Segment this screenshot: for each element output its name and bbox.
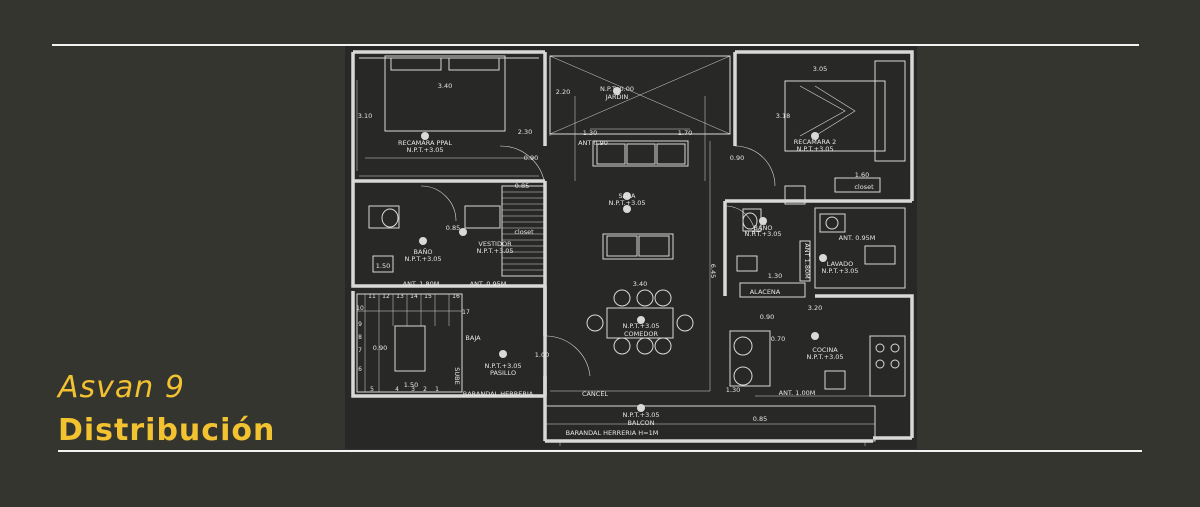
dim-3-10: 3.10 (358, 112, 372, 120)
room-level-bano-1: N.P.T.+3.05 (404, 255, 441, 263)
dim-3-40-comedor: 3.40 (633, 280, 647, 288)
dim-0-90-rec2: 0.90 (730, 154, 744, 162)
stair-step-14: 14 (410, 293, 418, 300)
room-level-bano-2: N.P.T.+3.05 (744, 230, 781, 238)
label-alacena: ALACENA (750, 288, 781, 296)
label-sube: SUBE (453, 367, 461, 384)
dim-3-40-top: 3.40 (438, 82, 452, 90)
label-barandal-1: BARANDAL HERRERIA (463, 390, 534, 398)
top-divider (52, 44, 1139, 46)
dim-1-50-pasillo: 1.50 (404, 381, 418, 389)
dim-3-20: 3.20 (808, 304, 822, 312)
room-name-bano-1: BAÑO (414, 247, 433, 256)
dim-0-90-stair: 0.90 (373, 344, 387, 352)
stair-step-16: 16 (452, 293, 460, 300)
room-level-comedor: N.P.T.+3.05 (622, 322, 659, 330)
room-name-sala: SALA (619, 192, 636, 200)
label-ant-100m: ANT. 1.00M (779, 389, 816, 397)
label-cancel: CANCEL (582, 390, 608, 398)
room-name-pasillo: PASILLO (490, 369, 516, 377)
room-level-recamara-2: N.P.T.+3.05 (796, 145, 833, 153)
stair-step-2: 2 (423, 386, 427, 393)
label-ant-095m-2: ANT. 0.95M (470, 280, 507, 288)
stair-step-3: 3 (411, 386, 415, 393)
room-level-vestidor: N.P.T.+3.05 (476, 247, 513, 255)
room-level-recamara-ppal: N.P.T.+3.05 (406, 146, 443, 154)
stair-step-4: 4 (395, 386, 399, 393)
dim-3-05: 3.05 (813, 65, 827, 73)
stair-step-11: 11 (368, 293, 376, 300)
dim-2-30: 2.30 (518, 128, 532, 136)
room-name-recamara-ppal: RECAMARA PPAL (398, 139, 452, 147)
project-name: Asvan 9 (58, 370, 185, 405)
label-closet-1: closet (514, 228, 534, 236)
dim-0-85-stair: 0.85 (515, 182, 529, 190)
room-name-lavado: LAVADO (827, 260, 853, 268)
dim-1-70: 1.70 (678, 129, 692, 137)
stair-step-5: 5 (370, 386, 374, 393)
room-name-cocina: COCINA (812, 346, 838, 354)
label-baja: BAJA (465, 334, 481, 342)
dim-1-60: 1.60 (855, 171, 869, 179)
stair-step-7: 7 (358, 347, 362, 354)
stair-step-10: 10 (356, 305, 364, 312)
label-ant-180m-v: ANT 1.80M (803, 243, 811, 278)
label-ant-095m-1: ANT. 0.95M (839, 234, 876, 242)
stair-step-13: 13 (396, 293, 404, 300)
stair-step-1: 1 (435, 386, 439, 393)
dim-2-20: 2.20 (556, 88, 570, 96)
stair-step-9: 9 (358, 321, 362, 328)
dim-6-45: 6.45 (709, 264, 717, 278)
dim-0-85-balcon: 0.85 (753, 415, 767, 423)
room-level-balcon: N.P.T.+3.05 (622, 411, 659, 419)
room-level-lavado: N.P.T.+3.05 (821, 267, 858, 275)
label-barandal-2: BARANDAL HERRERIA H=1M (566, 429, 659, 437)
dim-3-18: 3.18 (776, 112, 790, 120)
stair-step-15: 15 (424, 293, 432, 300)
dim-1-30-balcon: 1.30 (726, 386, 740, 394)
bottom-divider (58, 450, 1142, 452)
room-level-sala: N.P.T.+3.05 (608, 199, 645, 207)
dim-1-00: 1.00 (535, 351, 549, 359)
room-level-cocina: N.P.T.+3.05 (806, 353, 843, 361)
dim-1-30-lavado: 1.30 (768, 272, 782, 280)
label-ant-090: ANT 0.90 (578, 139, 608, 147)
dim-0-70: 0.70 (771, 335, 785, 343)
room-name-balcon: BALCON (627, 419, 654, 427)
room-name-bano-2: BAÑO (754, 223, 773, 232)
label-closet-2: closet (854, 183, 874, 191)
label-ant-180m: ANT. 1.80M (403, 280, 440, 288)
room-name-recamara-2: RECAMARA 2 (794, 138, 837, 146)
stair-step-12: 12 (382, 293, 390, 300)
dim-1-50-bano: 1.50 (376, 262, 390, 270)
dim-0-90-cocina: 0.90 (760, 313, 774, 321)
floor-plan: RECAMARA PPAL N.P.T.+3.05 N.P.T.-0.00 JA… (345, 46, 917, 449)
project-subtitle: Distribución (58, 413, 276, 448)
room-level-jardin: N.P.T.-0.00 (600, 85, 634, 93)
room-level-pasillo: N.P.T.+3.05 (484, 362, 521, 370)
room-name-jardin: JARDIN (605, 93, 629, 101)
stair-step-8: 8 (358, 334, 362, 341)
dim-1-30-jardin: 1.30 (583, 129, 597, 137)
stair-step-6: 6 (358, 366, 362, 373)
room-name-vestidor: VESTIDOR (478, 240, 512, 248)
stair-step-17: 17 (462, 309, 470, 316)
dim-0-90-sala: 0.90 (524, 154, 538, 162)
dim-0-85-vest: 0.85 (446, 224, 460, 232)
room-name-comedor: COMEDOR (624, 330, 658, 338)
